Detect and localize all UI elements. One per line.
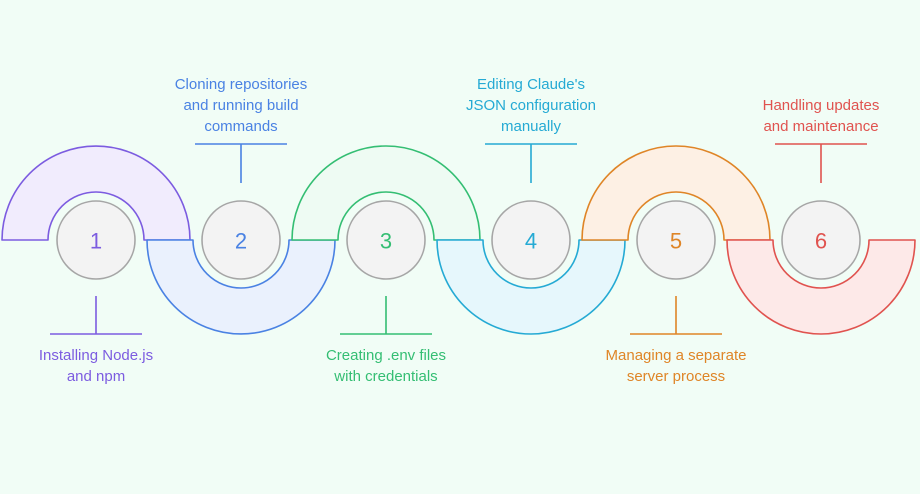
connector-4 [485,143,577,183]
step-number-1: 1 [90,229,102,254]
step-circle-1 [56,200,136,280]
connector-6 [775,143,867,183]
step-number-2: 2 [235,229,247,254]
wave-arc-6 [726,239,916,335]
wave-arc-4 [436,239,626,335]
step-label-4: Editing Claude's JSON configuration manu… [465,76,597,135]
connector-3 [340,296,432,335]
connector-2 [195,143,287,183]
step-label-6: Handling updates and maintenance [762,97,880,135]
step-label-1: Installing Node.js and npm [38,347,154,385]
wave-arc-2 [146,239,336,335]
wave-arc-3 [291,145,481,241]
wave-arcs [1,145,916,335]
wave-arc-5 [581,145,771,241]
connector-1 [50,296,142,335]
step-circle-2 [201,200,281,280]
step-circle-3 [346,200,426,280]
step-number-6: 6 [815,229,827,254]
wave-arc-1 [1,145,191,241]
step-number-4: 4 [525,229,537,254]
step-circle-4 [491,200,571,280]
step-label-5: Managing a separate server process [605,347,747,385]
step-circle-5 [636,200,716,280]
step-circle-6 [781,200,861,280]
step-nodes: 1 2 3 4 5 6 [56,200,861,280]
step-label-2: Cloning repositories and running build c… [174,76,308,135]
step-number-5: 5 [670,229,682,254]
label-connectors [50,143,867,335]
step-label-3: Creating .env files with credentials [325,347,447,385]
connector-5 [630,296,722,335]
step-number-3: 3 [380,229,392,254]
